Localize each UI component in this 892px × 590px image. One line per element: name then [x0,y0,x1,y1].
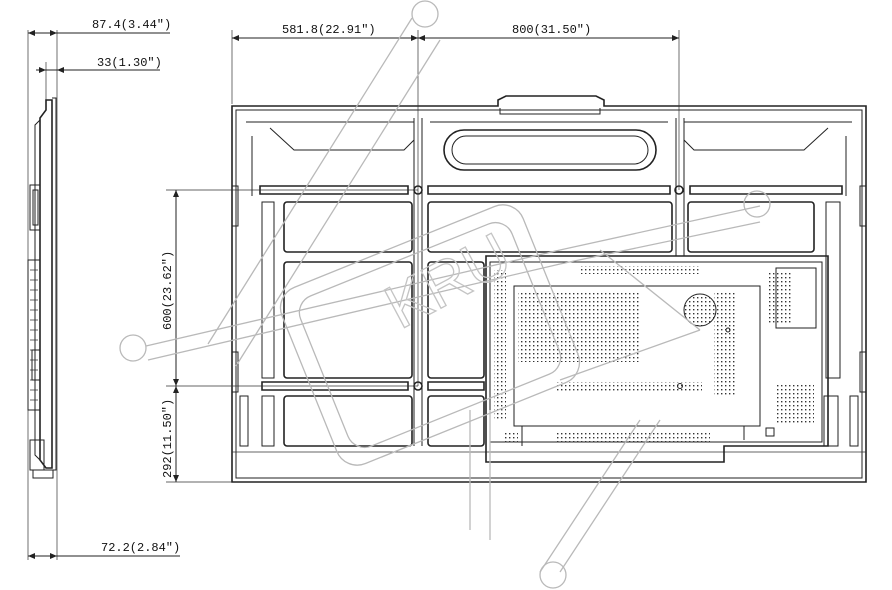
side-view [27,30,58,560]
watermark: KRU [119,0,771,589]
left-offset-label: 581.8(22.91") [282,23,376,37]
dimension-vesa-horizontal: 800(31.50") [418,23,680,190]
dimension-left-offset: 581.8(22.91") [231,23,419,386]
dimension-depth-panel: 33(1.30") [36,56,162,73]
depth-panel-label: 33(1.30") [97,56,162,70]
dimension-depth-bottom: 72.2(2.84") [28,541,180,559]
dimension-bottom-offset: 292(11.50") [161,386,232,483]
vesa-vertical-label: 600(23.62") [161,251,175,330]
bottom-offset-label: 292(11.50") [161,399,175,478]
vesa-horizontal-label: 800(31.50") [512,23,591,37]
depth-bottom-label: 72.2(2.84") [101,541,180,555]
depth-total-label: 87.4(3.44") [92,18,171,32]
rear-view [231,95,867,483]
dimension-depth-total: 87.4(3.44") [28,18,171,36]
